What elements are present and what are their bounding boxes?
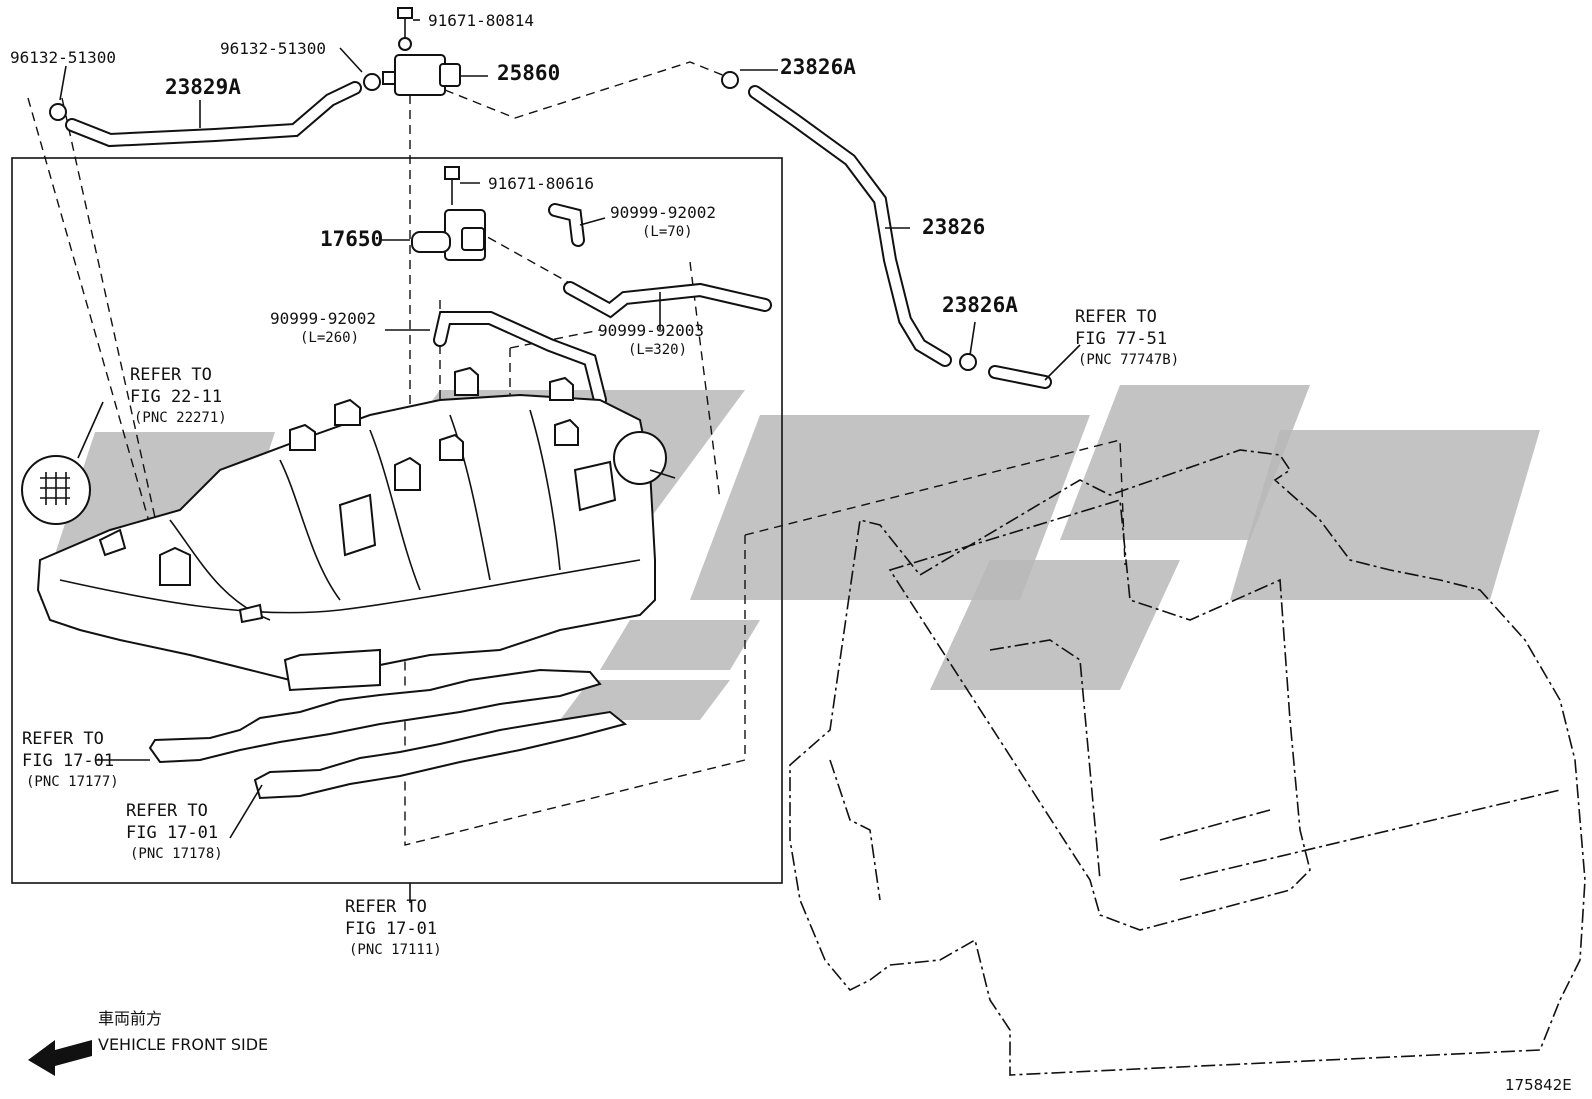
part-label-91671-80616: 91671-80616 [488, 174, 594, 193]
part-label-91671-80814: 91671-80814 [428, 11, 534, 30]
ref-fig-17-01-manifold-17111: REFER TO FIG 17-01 (PNC 17111) [345, 897, 442, 958]
svg-text:(PNC 17177): (PNC 17177) [26, 774, 119, 790]
ref-fig-77-51: REFER TO FIG 77-51 (PNC 77747B) [1075, 307, 1179, 368]
ref-fig-17-01-gasket-17177: REFER TO FIG 17-01 (PNC 17177) [22, 729, 119, 790]
gasket-22271 [21, 455, 91, 525]
svg-text:(PNC 17178): (PNC 17178) [130, 846, 223, 862]
ref-fig-17-01-gasket-17178: REFER TO FIG 17-01 (PNC 17178) [126, 801, 223, 862]
svg-text:REFER TO: REFER TO [130, 365, 212, 385]
hoses [65, 81, 1052, 407]
part-label-25860: 25860 [497, 61, 560, 85]
ref-fig-22-11: REFER TO FIG 22-11 (PNC 22271) [130, 365, 227, 426]
inset-frame [11, 157, 783, 884]
part-label-23826a-top: 23826A [780, 55, 856, 79]
svg-text:FIG 17-01: FIG 17-01 [126, 823, 218, 843]
clamps [49, 71, 977, 371]
reference-notes: REFER TO FIG 77-51 (PNC 77747B) REFER TO… [22, 307, 1179, 958]
label-leaders [59, 19, 1081, 903]
part-label-17650: 17650 [320, 227, 383, 251]
svg-text:REFER TO: REFER TO [345, 897, 427, 917]
svg-text:FIG 77-51: FIG 77-51 [1075, 329, 1167, 349]
part-label-23829a: 23829A [165, 75, 241, 99]
svg-text:REFER TO: REFER TO [1075, 307, 1157, 327]
svg-text:REFER TO: REFER TO [126, 801, 208, 821]
part-label-90999-92002-a-length: (L=70) [642, 224, 693, 240]
figure-id: 175842E [1505, 1076, 1572, 1094]
part-label-90999-92002-b-length: (L=260) [300, 330, 359, 346]
part-label-90999-92002-b: 90999-92002 [270, 309, 376, 328]
vsv-17650 [411, 166, 486, 261]
intake-manifold [36, 366, 676, 692]
part-number-labels: 91671-80814 96132-51300 96132-51300 2382… [10, 11, 1018, 358]
part-label-96132-51300-left: 96132-51300 [10, 48, 116, 67]
part-label-96132-51300-upper: 96132-51300 [220, 39, 326, 58]
svg-text:FIG 17-01: FIG 17-01 [345, 919, 437, 939]
part-label-90999-92003-length: (L=320) [628, 342, 687, 358]
svg-text:REFER TO: REFER TO [22, 729, 104, 749]
part-label-23826: 23826 [922, 215, 985, 239]
svg-text:FIG 22-11: FIG 22-11 [130, 387, 222, 407]
part-label-90999-92003: 90999-92003 [598, 321, 704, 340]
svg-text:(PNC 22271): (PNC 22271) [134, 410, 227, 426]
direction-label-en: VEHICLE FRONT SIDE [98, 1035, 268, 1054]
engine-block-outline [789, 449, 1586, 1076]
vsv-25860 [382, 7, 461, 96]
gaskets-17177-17178 [148, 668, 628, 800]
svg-text:(PNC 17111): (PNC 17111) [349, 942, 442, 958]
front-arrow-icon [28, 1040, 92, 1076]
direction-label-jp: 車両前方 [98, 1009, 162, 1028]
part-label-90999-92002-a: 90999-92002 [610, 203, 716, 222]
dashed-leaders [27, 61, 1126, 846]
part-label-23826a-bottom: 23826A [942, 293, 1018, 317]
svg-text:FIG 17-01: FIG 17-01 [22, 751, 114, 771]
svg-text:(PNC 77747B): (PNC 77747B) [1078, 352, 1179, 368]
